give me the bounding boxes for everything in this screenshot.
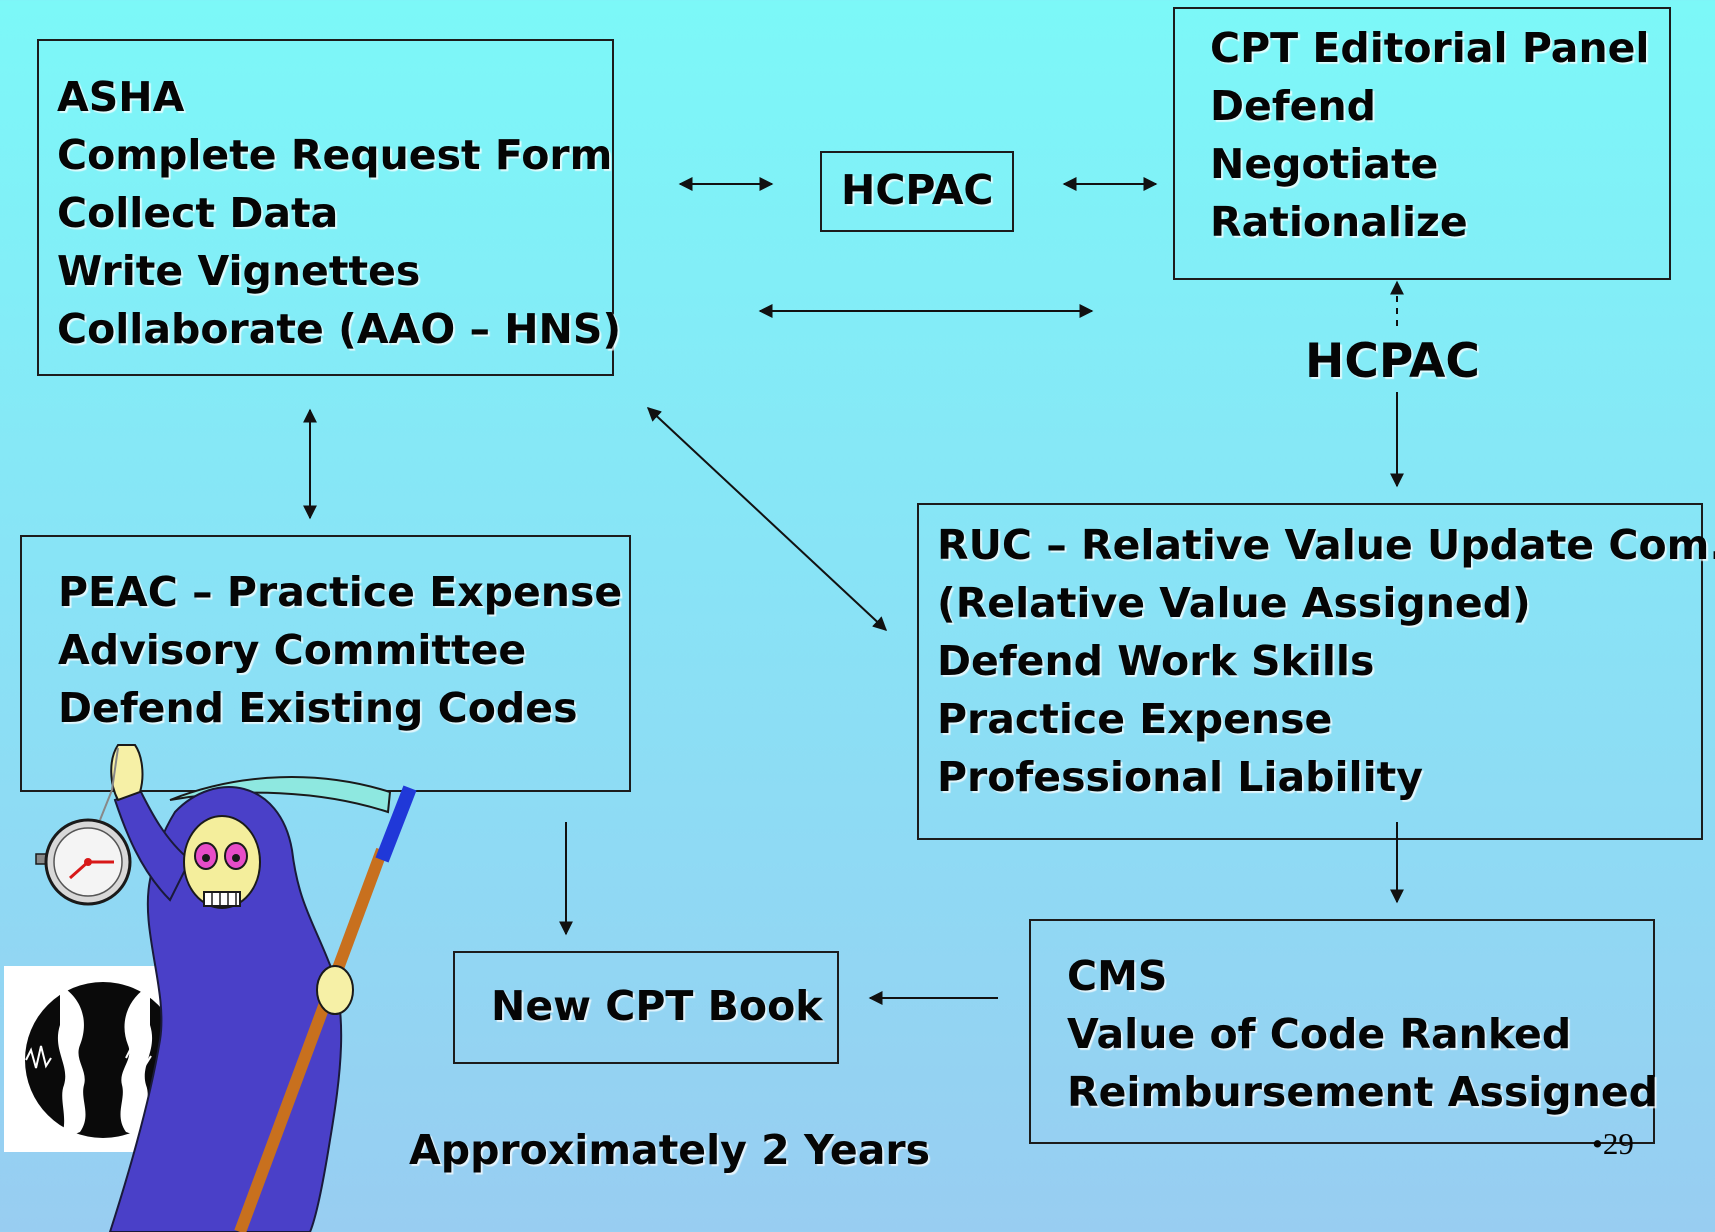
cpt-panel-text: CPT Editorial Panel Defend Negotiate Rat…	[1210, 19, 1650, 251]
asha-line-2: Collect Data	[57, 189, 339, 237]
hcpac-center-label: HCPAC	[841, 166, 994, 214]
arrow-asha-ruc	[646, 407, 888, 631]
asha-line-3: Write Vignettes	[57, 247, 421, 295]
stopwatch-icon	[35, 747, 132, 906]
ruc-line-4: Professional Liability	[937, 753, 1423, 801]
speech-logo-icon	[4, 966, 181, 1152]
scythe-blade-icon	[169, 776, 392, 814]
asha-box: ASHA Complete Request Form Collect Data …	[37, 39, 621, 376]
ruc-line-1: (Relative Value Assigned)	[937, 579, 1531, 627]
scythe-grip-icon	[375, 785, 417, 863]
slide-number-value: 29	[1602, 1126, 1634, 1161]
new-cpt-book-label: New CPT Book	[491, 982, 823, 1030]
reaper-hand-icon	[110, 744, 144, 802]
cms-text: CMS Value of Code Ranked Reimbursement A…	[1067, 947, 1658, 1121]
cms-line-0: CMS	[1067, 952, 1168, 1000]
peac-line-2: Defend Existing Codes	[58, 684, 578, 732]
slide-number: •29	[1592, 1126, 1634, 1162]
ruc-text: RUC – Relative Value Update Com. (Relati…	[937, 516, 1715, 806]
cpt-editorial-panel-box: CPT Editorial Panel Defend Negotiate Rat…	[1173, 7, 1671, 280]
scythe-handle-icon	[234, 847, 388, 1232]
reaper-hand-handle-icon	[316, 965, 354, 1015]
skull-icon	[183, 815, 261, 909]
ruc-line-3: Practice Expense	[937, 695, 1333, 743]
cms-box: CMS Value of Code Ranked Reimbursement A…	[1029, 919, 1658, 1144]
timeline-label: Approximately 2 Years	[409, 1126, 930, 1174]
ruc-line-2: Defend Work Skills	[937, 637, 1375, 685]
reaper-sleeve-icon	[113, 788, 192, 902]
hcpac-center-box: HCPAC	[820, 151, 1014, 232]
cpt-panel-line-1: Defend	[1210, 82, 1377, 130]
peac-line-1: Advisory Committee	[58, 626, 527, 674]
asha-text: ASHA Complete Request Form Collect Data …	[57, 68, 621, 358]
asha-line-1: Complete Request Form	[57, 131, 613, 179]
cms-line-1: Value of Code Ranked	[1067, 1010, 1572, 1058]
cpt-panel-line-0: CPT Editorial Panel	[1210, 24, 1650, 72]
new-cpt-book-box: New CPT Book	[453, 951, 839, 1064]
asha-line-0: ASHA	[57, 73, 185, 121]
peac-line-0: PEAC – Practice Expense	[58, 568, 623, 616]
hcpac-right-label: HCPAC	[1305, 334, 1480, 389]
bullet-icon: •	[1592, 1126, 1603, 1161]
peac-text: PEAC – Practice Expense Advisory Committ…	[58, 563, 622, 737]
ruc-line-0: RUC – Relative Value Update Com.	[937, 521, 1715, 569]
asha-line-4: Collaborate (AAO – HNS)	[57, 305, 622, 353]
cms-line-2: Reimbursement Assigned	[1067, 1068, 1658, 1116]
ruc-box: RUC – Relative Value Update Com. (Relati…	[917, 503, 1715, 840]
cpt-panel-line-2: Negotiate	[1210, 140, 1439, 188]
cpt-panel-line-3: Rationalize	[1210, 198, 1468, 246]
